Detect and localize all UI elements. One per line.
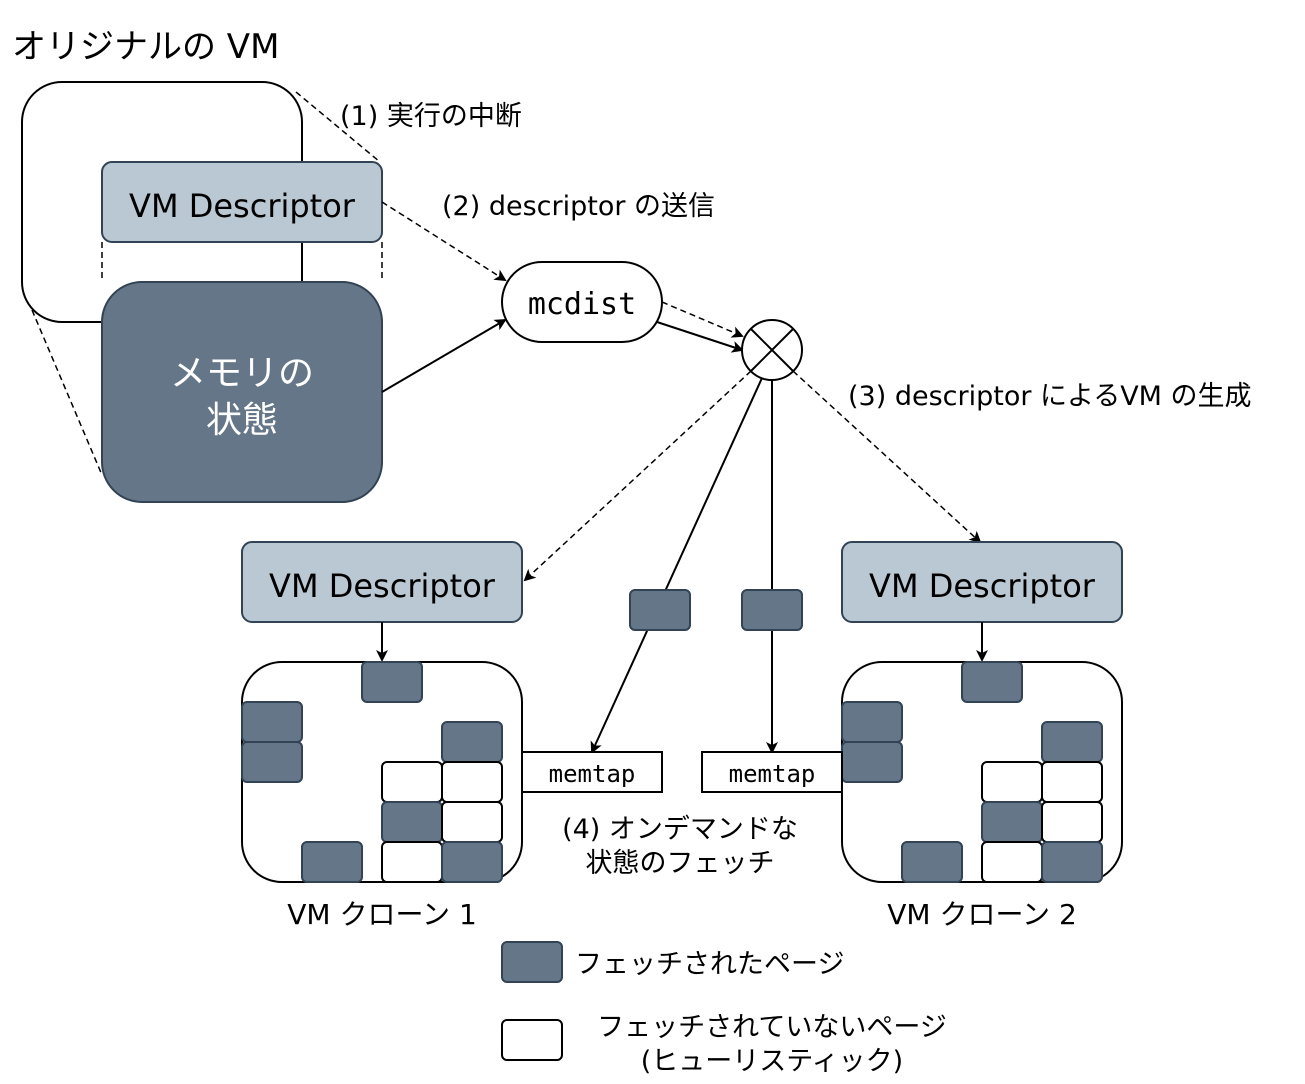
descriptor-to-clone1-arrow: [523, 370, 752, 582]
legend-fetched-swatch: [501, 941, 563, 983]
in-flight-page-2: [741, 589, 803, 631]
mcdist-memory-arrow: [656, 321, 744, 353]
step1-label: (1) 実行の中断: [340, 101, 522, 132]
clone2-vm-descriptor-label: VM Descriptor: [869, 567, 1096, 605]
step4-label-line1: (4) オンデマンドな: [562, 814, 798, 845]
step3-label: (3) descriptor によるVM の生成: [848, 381, 1252, 412]
unfetched-page: [381, 841, 443, 883]
descriptor-send-arrow: [381, 201, 507, 282]
clone1-memtap-box: [521, 751, 663, 793]
fetched-page: [841, 741, 903, 783]
clone1-caption: VM クローン 1: [287, 898, 477, 931]
fetched-page: [301, 841, 363, 883]
fetched-page: [441, 721, 503, 763]
fetched-page: [441, 841, 503, 883]
memory-state-label-line2: 状態: [206, 400, 278, 441]
unfetched-page: [441, 801, 503, 843]
clone1-pages: [241, 661, 503, 883]
page-fetch-arrow-clone1: [590, 377, 763, 754]
memory-send-arrow: [381, 318, 507, 393]
legend-fetched-label: フェッチされたページ: [575, 949, 844, 980]
memory-state-label-line1: メモリの: [170, 353, 314, 394]
fetched-page: [841, 701, 903, 743]
unfetched-page: [1041, 801, 1103, 843]
unfetched-page: [381, 761, 443, 803]
expansion-line-top: [295, 91, 381, 163]
unfetched-page: [981, 841, 1043, 883]
fetched-page: [901, 841, 963, 883]
fetched-page: [1041, 721, 1103, 763]
clone2-caption: VM クローン 2: [887, 898, 1077, 931]
vm-clone-2: VM Descriptor memtap VM クローン 2: [701, 541, 1123, 931]
mcdist-descriptor-arrow: [661, 301, 744, 338]
in-flight-page-1: [629, 589, 691, 631]
fetched-page: [361, 661, 423, 703]
legend-unfetched-label-line1: フェッチされていないページ: [597, 1012, 947, 1043]
descriptor-to-clone2-arrow: [792, 370, 982, 544]
vm-clone-1: VM Descriptor memtap VM クローン 1: [241, 541, 663, 931]
original-vm-descriptor-label: VM Descriptor: [129, 187, 356, 225]
mcdist-label: mcdist: [528, 287, 636, 322]
clone1-memtap-label: memtap: [549, 760, 636, 788]
fetched-page: [1041, 841, 1103, 883]
clone1-vm-descriptor-label: VM Descriptor: [269, 567, 496, 605]
fetched-page: [241, 701, 303, 743]
fetched-page: [981, 801, 1043, 843]
clone2-memtap-label: memtap: [729, 760, 816, 788]
legend-unfetched-swatch: [501, 1019, 563, 1061]
clone2-memtap-box: [701, 751, 843, 793]
legend-unfetched-label-line2: (ヒューリスティック): [641, 1046, 903, 1077]
expansion-line-bottom: [31, 309, 103, 476]
unfetched-page: [1041, 761, 1103, 803]
fetched-page: [241, 741, 303, 783]
fetched-page: [381, 801, 443, 843]
clone2-pages: [841, 661, 1103, 883]
step4-label-line2: 状態のフェッチ: [586, 848, 775, 879]
step2-label: (2) descriptor の送信: [442, 191, 715, 222]
legend: フェッチされたページ フェッチされていないページ (ヒューリスティック): [501, 941, 947, 1077]
unfetched-page: [981, 761, 1043, 803]
fetched-page: [961, 661, 1023, 703]
unfetched-page: [441, 761, 503, 803]
diagram-title: オリジナルの VM: [12, 27, 279, 67]
